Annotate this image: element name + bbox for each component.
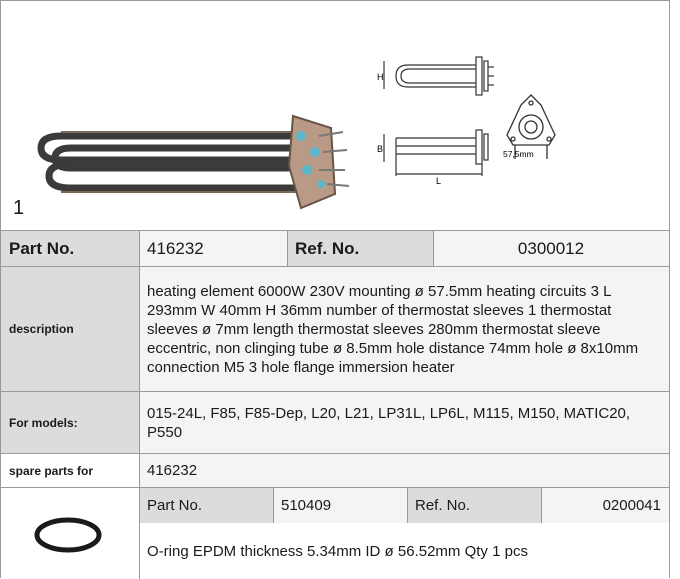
drawing-label-b: B xyxy=(377,144,383,154)
item-number: 1 xyxy=(13,197,25,219)
o-ring-image-cell xyxy=(1,487,139,579)
accessory-ref-no-value: 0200041 xyxy=(541,488,669,523)
drawing-side-view: H xyxy=(377,56,494,96)
accessory-header-row: Part No. 510409 Ref. No. 0200041 xyxy=(1,487,669,523)
o-ring-icon xyxy=(34,517,102,553)
models-row: For models: 015-24L, F85, F85-Dep, L20, … xyxy=(1,391,669,453)
drawing-flange-dim: 57,5mm xyxy=(503,149,534,159)
drawing-label-l: L xyxy=(436,176,441,186)
accessory-ref-no-label: Ref. No. xyxy=(407,488,541,523)
drawing-label-h: H xyxy=(377,72,384,82)
accessory-part-no-label: Part No. xyxy=(139,488,273,523)
ref-no-value: 0300012 xyxy=(433,231,669,266)
ref-no-label: Ref. No. xyxy=(287,231,433,266)
header-row: Part No. 416232 Ref. No. 0300012 xyxy=(1,230,669,266)
part-no-label: Part No. xyxy=(1,231,139,266)
models-text: 015-24L, F85, F85-Dep, L20, L21, LP31L, … xyxy=(139,392,669,453)
spare-parts-value: 416232 xyxy=(139,454,669,487)
drawing-flange: 57,5mm xyxy=(503,94,556,159)
models-label: For models: xyxy=(1,392,139,453)
drawing-top-view: B L xyxy=(377,129,489,186)
product-image-area: H B L xyxy=(1,1,669,230)
description-row: description heating element 6000W 230V m… xyxy=(1,266,669,391)
part-no-value: 416232 xyxy=(139,231,287,266)
spare-parts-label: spare parts for xyxy=(1,454,139,487)
heating-element-photo xyxy=(37,114,350,210)
description-label: description xyxy=(1,267,139,391)
accessory-description: O-ring EPDM thickness 5.34mm ID ø 56.52m… xyxy=(147,542,528,560)
accessory-part-no-value: 510409 xyxy=(273,488,407,523)
spare-parts-row: spare parts for 416232 xyxy=(1,453,669,487)
description-text: heating element 6000W 230V mounting ø 57… xyxy=(139,267,669,391)
